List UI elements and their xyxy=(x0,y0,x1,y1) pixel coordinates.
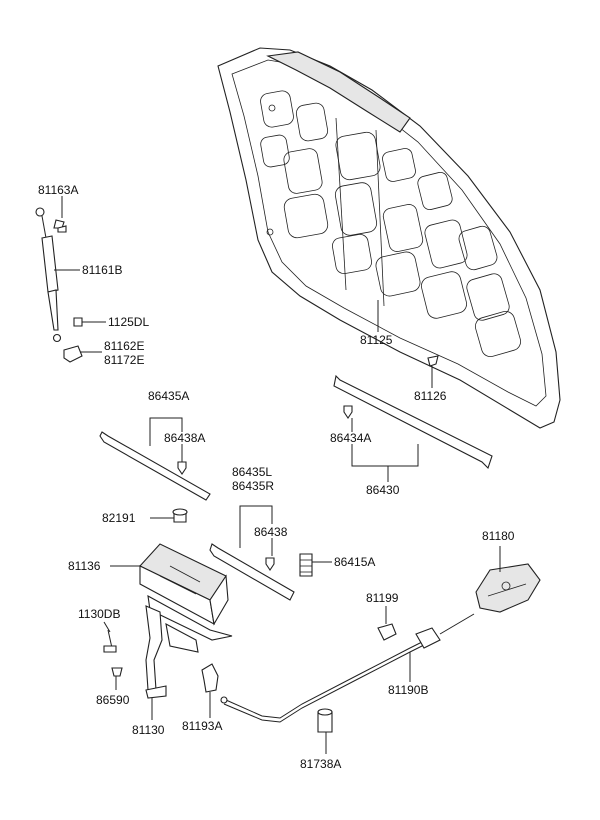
grommet-81738A xyxy=(317,708,333,733)
label-86415A: 86415A xyxy=(334,555,375,569)
bolt-86590 xyxy=(111,667,123,677)
label-81163A: 81163A xyxy=(38,183,78,197)
label-86438: 86438 xyxy=(254,525,288,539)
clip-86434A xyxy=(343,405,353,419)
bumper-86415A xyxy=(299,553,313,577)
seal-strip-86430 xyxy=(333,374,493,470)
clip-86438 xyxy=(265,557,275,571)
label-81125: 81125 xyxy=(360,333,393,347)
label-86434A: 86434A xyxy=(330,431,371,445)
label-81199: 81199 xyxy=(366,591,399,605)
label-81738A: 81738A xyxy=(300,757,341,771)
label-81130: 81130 xyxy=(132,723,165,737)
label-81190B: 81190B xyxy=(388,683,428,697)
label-82191: 82191 xyxy=(102,511,136,525)
hood-panel xyxy=(217,47,561,429)
seal-strip-86435L xyxy=(209,543,295,601)
hood-lift-strut xyxy=(35,207,62,343)
label-81180: 81180 xyxy=(482,529,515,543)
label-81193A: 81193A xyxy=(182,719,222,733)
hood-latch-81136 xyxy=(139,543,233,641)
label-81172E: 81172E xyxy=(104,353,144,367)
latch-release-lever-81130 xyxy=(145,605,199,699)
release-handle-81180 xyxy=(475,563,541,613)
label-81162E: 81162E xyxy=(104,339,144,353)
label-81126: 81126 xyxy=(414,389,447,403)
label-81161B: 81161B xyxy=(82,263,122,277)
seal-strip-86435A xyxy=(99,431,211,501)
cable-clip-81193A xyxy=(201,663,219,693)
bolt-1130DB xyxy=(103,629,117,653)
grommet-82191 xyxy=(172,508,188,523)
label-86435R: 86435R xyxy=(232,479,274,493)
clip-86438A xyxy=(177,461,187,475)
label-86435A: 86435A xyxy=(148,389,189,403)
label-86430: 86430 xyxy=(366,483,400,497)
strut-ball-stud-81163A xyxy=(53,219,67,233)
label-1130DB: 1130DB xyxy=(78,607,120,621)
leader-lines xyxy=(54,196,501,754)
bolt-1125DL xyxy=(73,317,83,327)
cable-clip-81199 xyxy=(377,623,397,641)
part-labels: 81163A 81161B 1125DL 81162E 81172E 81125… xyxy=(38,183,515,771)
strut-bracket-81162E xyxy=(63,345,83,363)
label-81136: 81136 xyxy=(68,559,101,573)
label-86590: 86590 xyxy=(96,693,130,707)
label-1125DL: 1125DL xyxy=(108,315,149,329)
hood-bumper-81126 xyxy=(427,355,439,367)
release-cable-81190B xyxy=(220,613,475,723)
label-86435L: 86435L xyxy=(232,465,272,479)
label-86438A: 86438A xyxy=(164,431,205,445)
